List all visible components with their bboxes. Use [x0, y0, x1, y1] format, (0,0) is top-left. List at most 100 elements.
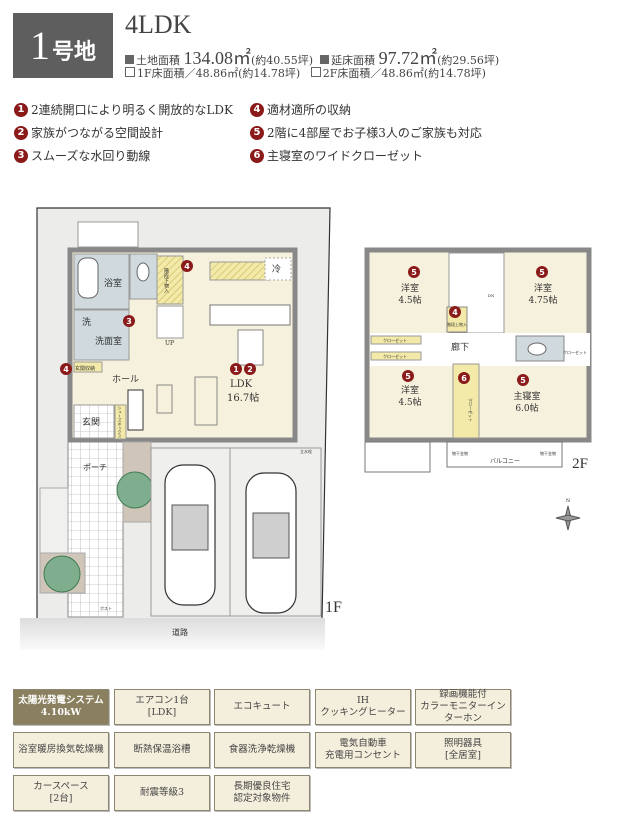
- label-dn: DN: [488, 293, 495, 298]
- toilet-icon: [136, 262, 150, 282]
- roof-ledge: [364, 441, 431, 473]
- label-porch: ポーチ: [83, 463, 107, 472]
- label-faucet: 立水栓: [300, 448, 312, 454]
- label-hanger: 物干金物: [540, 450, 556, 456]
- label-hanger: 物干金物: [452, 450, 468, 456]
- f1-area: 1F床面積／48.86㎡(約14.78坪): [137, 67, 301, 80]
- label-closet: クローゼット: [468, 398, 474, 422]
- area-line-2: 1F床面積／48.86㎡(約14.78坪) 2F床面積／48.86㎡(約14.7…: [125, 65, 486, 81]
- label-wash: 洗: [82, 316, 91, 328]
- road: [20, 618, 325, 650]
- coffee-table: [156, 384, 173, 414]
- marker-4: 4: [63, 365, 69, 374]
- lot-suffix: 号地: [51, 38, 96, 65]
- equipment-chip: 断熱保温浴槽: [114, 732, 210, 768]
- tree-icon: [116, 471, 154, 509]
- label-closet: クローゼット: [563, 349, 587, 355]
- stair-hall: [448, 252, 505, 334]
- land-area: 134.08㎡: [183, 48, 252, 68]
- tv-board: [127, 389, 144, 431]
- feature-number: 5: [250, 125, 264, 140]
- label-up: UP: [165, 340, 174, 347]
- washroom: [73, 309, 130, 361]
- label-room-sw-size: 4.5帖: [398, 396, 421, 408]
- equipment-chip: 食器洗浄乾燥機: [214, 732, 310, 768]
- label-closet: クローゼット: [383, 337, 407, 343]
- f2-area: 2F床面積／48.86㎡(約14.78坪): [322, 67, 486, 80]
- marker-3: 3: [126, 317, 132, 326]
- compass-icon: [555, 505, 581, 531]
- label-genkan: 玄関: [82, 416, 100, 428]
- label-washroom: 洗面室: [95, 335, 122, 347]
- feature-text: 適材適所の収納: [267, 103, 352, 117]
- label-room-nw-size: 4.5帖: [398, 294, 421, 306]
- label-road: 道路: [172, 627, 188, 637]
- equipment-chip: 長期優良住宅 認定対象物件: [214, 775, 310, 811]
- feature-text: スムーズな水回り動線: [31, 149, 151, 163]
- marker-5: 5: [520, 376, 526, 385]
- equipment-chip: IH クッキングヒーター: [315, 689, 411, 725]
- equipment-chip: エコキュート: [214, 689, 310, 725]
- label-room-ne-size: 4.75帖: [528, 294, 557, 306]
- label-ldk-size: 16.7帖: [227, 391, 259, 404]
- equipment-chip: エアコン1台 [LDK]: [114, 689, 210, 725]
- car-roof: [171, 504, 209, 551]
- lot-number-badge: 1 号地: [13, 13, 113, 78]
- feature-number: 3: [14, 148, 28, 163]
- label-room-sw: 洋室: [401, 384, 419, 396]
- floor-plans: 浴室 洗 洗面室 玄関収納 ホール 玄関 ポーチ 冷 UP 階段下物入 シューズ…: [20, 207, 592, 650]
- floor-area-tsubo: (約29.56坪): [437, 54, 500, 67]
- equipment-chip: 耐震等級3: [114, 775, 210, 811]
- fridge-space: [264, 257, 292, 281]
- land-area-label: 土地面積: [136, 54, 180, 67]
- marker-1: 1: [233, 365, 239, 374]
- dining-table: [237, 329, 264, 366]
- bicycle-parking: [39, 487, 69, 554]
- marker-5: 5: [405, 372, 411, 381]
- toilet-icon: [527, 342, 547, 356]
- closet-sw: [370, 351, 422, 361]
- genkan-floor: [73, 404, 115, 439]
- label-entry-storage: 玄関収納: [75, 365, 95, 372]
- label-room-nw: 洋室: [401, 282, 419, 294]
- entry-storage: [73, 361, 103, 373]
- label-hall: ホール: [112, 374, 139, 385]
- square-outline-icon: [125, 67, 135, 77]
- floor-label-2f: 2F: [572, 456, 588, 472]
- kitchen-counter: [209, 304, 291, 326]
- compass-north-label: N: [566, 498, 571, 504]
- feature-text: 家族がつながる空間設計: [31, 126, 164, 140]
- label-closet: クローゼット: [383, 353, 407, 359]
- outdoor-unit: [77, 221, 139, 248]
- plan-2f: 洋室 4.5帖 洋室 4.75帖 洋室 4.5帖 主寝室 6.0帖 廊下 階段上…: [364, 247, 592, 531]
- layout-type: 4LDK: [125, 10, 192, 39]
- equipment-chip: 太陽光発電システム 4.10kW: [13, 689, 109, 725]
- sofa: [194, 376, 218, 426]
- balcony: [446, 441, 563, 468]
- marker-6: 6: [461, 374, 467, 383]
- car-roof: [252, 512, 290, 559]
- label-master-size: 6.0帖: [515, 402, 538, 414]
- marker-5: 5: [539, 268, 545, 277]
- pantry: [209, 261, 271, 281]
- feature-number: 4: [250, 102, 264, 117]
- marker-4: 4: [184, 262, 190, 271]
- label-bath: 浴室: [104, 277, 122, 289]
- equipment-chip: 電気自動車 充電用コンセント: [315, 732, 411, 768]
- floor-area-label: 延床面積: [331, 54, 376, 67]
- marker-2: 2: [247, 365, 253, 374]
- feature-text: 2階に4部屋でお子様3人のご家族も対応: [267, 126, 482, 140]
- equipment-chip: 録画機能付 カラーモニターインターホン: [415, 689, 511, 725]
- closet-nw: [370, 335, 422, 345]
- label-stair-storage: 階段上物入: [447, 321, 467, 327]
- area-line-1: 土地面積 134.08㎡(約40.55坪) 延床面積 97.72㎡(約29.56…: [125, 44, 499, 70]
- square-icon: [320, 55, 330, 64]
- floor-area: 97.72㎡: [378, 48, 438, 68]
- label-master: 主寝室: [513, 390, 540, 402]
